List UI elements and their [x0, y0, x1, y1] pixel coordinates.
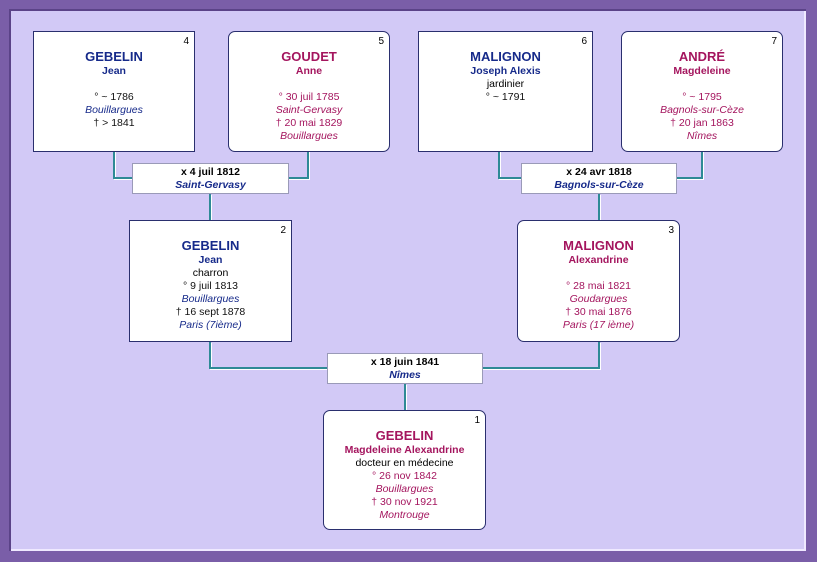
birth-date: ° ~ 1795 — [682, 91, 722, 103]
death-place: Nîmes — [686, 130, 718, 142]
occupation: jardinier — [486, 78, 525, 90]
birth-place: Bouillargues — [375, 483, 434, 495]
birth-place: Bouillargues — [85, 104, 143, 116]
connector-p6-down — [498, 151, 500, 179]
person-card-1[interactable]: 1 GEBELIN Magdeleine Alexandrine docteur… — [323, 410, 486, 530]
sosa-number: 2 — [280, 225, 286, 236]
connector-right-to-p3 — [598, 194, 600, 220]
sosa-number: 6 — [581, 36, 587, 47]
connector-p3-down — [598, 342, 600, 369]
given-name: Anne — [295, 65, 323, 77]
given-name: Joseph Alexis — [470, 65, 541, 77]
marriage-place: Nîmes — [389, 369, 421, 381]
birth-place: Goudargues — [569, 293, 628, 305]
given-name: Jean — [102, 65, 126, 77]
connector-right-h2 — [675, 177, 703, 179]
birth-place: Bouillargues — [181, 293, 240, 305]
marriage-box-left[interactable]: x 4 juil 1812 Saint-Gervasy — [132, 163, 289, 194]
connector-p4-down — [113, 151, 115, 179]
death-date: † > 1841 — [93, 117, 135, 129]
death-date: † 30 mai 1876 — [565, 306, 632, 318]
marriage-date: x 18 juin 1841 — [370, 356, 440, 368]
birth-date: ° ~ 1786 — [94, 91, 134, 103]
marriage-date: x 24 avr 1818 — [566, 166, 632, 178]
sosa-number: 1 — [474, 415, 480, 426]
death-place: Bouillargues — [280, 130, 338, 142]
sosa-number: 4 — [183, 36, 189, 47]
occupation: docteur en médecine — [355, 457, 454, 469]
person-card-7[interactable]: 7 ANDRÉ Magdeleine ° ~ 1795 Bagnols-sur-… — [621, 31, 783, 152]
connector-bottom-h2 — [481, 367, 600, 369]
connector-bottom-to-p1 — [404, 384, 406, 411]
connector-right-h — [498, 177, 522, 179]
birth-place: Saint-Gervasy — [275, 104, 343, 116]
occupation: charron — [192, 267, 229, 279]
marriage-place: Saint-Gervasy — [175, 179, 246, 191]
death-date: † 30 nov 1921 — [371, 496, 438, 508]
surname: GEBELIN — [181, 238, 240, 253]
birth-date: ° 9 juil 1813 — [183, 280, 238, 292]
marriage-place: Bagnols-sur-Cèze — [554, 179, 644, 191]
given-name: Magdeleine Alexandrine — [344, 444, 465, 456]
birth-date: ° 30 juil 1785 — [278, 91, 340, 103]
given-name: Jean — [198, 254, 223, 266]
person-card-6[interactable]: 6 MALIGNON Joseph Alexis jardinier ° ~ 1… — [418, 31, 593, 152]
connector-p5-down — [307, 151, 309, 179]
surname: ANDRÉ — [678, 49, 726, 64]
connector-left-h — [113, 177, 133, 179]
sosa-number: 7 — [771, 36, 777, 47]
death-place: Paris (7ième) — [179, 319, 242, 331]
connector-bottom-h — [209, 367, 329, 369]
connector-left-h2 — [288, 177, 309, 179]
given-name: Magdeleine — [673, 65, 731, 77]
death-date: † 16 sept 1878 — [175, 306, 246, 318]
sosa-number: 5 — [378, 36, 384, 47]
surname: GEBELIN — [375, 428, 434, 443]
family-tree-canvas: 4 GEBELIN Jean ° ~ 1786 Bouillargues † >… — [9, 9, 806, 551]
surname: GEBELIN — [85, 49, 143, 64]
person-card-5[interactable]: 5 GOUDET Anne ° 30 juil 1785 Saint-Gerva… — [228, 31, 390, 152]
birth-place: Bagnols-sur-Cèze — [660, 104, 744, 116]
marriage-date: x 4 juil 1812 — [181, 166, 240, 178]
sosa-number: 3 — [668, 225, 674, 236]
death-date: † 20 mai 1829 — [275, 117, 343, 129]
marriage-box-bottom[interactable]: x 18 juin 1841 Nîmes — [327, 353, 483, 384]
death-place: Paris (17 ième) — [562, 319, 635, 331]
surname: MALIGNON — [470, 49, 541, 64]
connector-p2-down — [209, 342, 211, 369]
person-card-4[interactable]: 4 GEBELIN Jean ° ~ 1786 Bouillargues † >… — [33, 31, 195, 152]
connector-p7-down — [701, 151, 703, 179]
birth-date: ° 26 nov 1842 — [372, 470, 437, 482]
given-name: Alexandrine — [568, 254, 629, 266]
birth-date: ° ~ 1791 — [485, 91, 526, 103]
death-place: Montrouge — [379, 509, 430, 521]
surname: GOUDET — [281, 49, 337, 64]
connector-left-to-p2 — [209, 194, 211, 220]
person-card-3[interactable]: 3 MALIGNON Alexandrine ° 28 mai 1821 Gou… — [517, 220, 680, 342]
marriage-box-right[interactable]: x 24 avr 1818 Bagnols-sur-Cèze — [521, 163, 677, 194]
person-card-2[interactable]: 2 GEBELIN Jean charron ° 9 juil 1813 Bou… — [129, 220, 292, 342]
death-date: † 20 jan 1863 — [670, 117, 734, 129]
birth-date: ° 28 mai 1821 — [566, 280, 631, 292]
surname: MALIGNON — [563, 238, 634, 253]
